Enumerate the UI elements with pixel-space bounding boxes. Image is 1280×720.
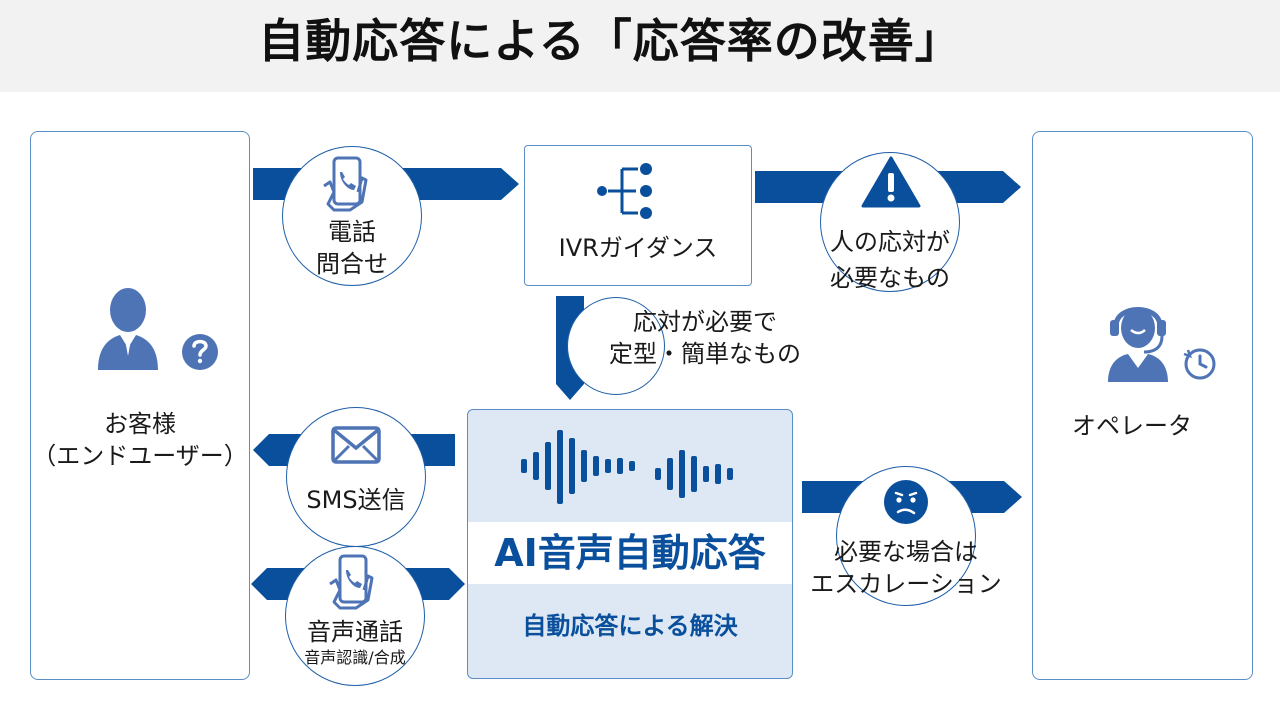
phone-inquiry-label: 電話 問合せ xyxy=(316,218,388,278)
warning-icon xyxy=(861,156,921,208)
worried-face-icon xyxy=(882,478,930,526)
phone-inquiry-circle xyxy=(282,146,422,286)
simple-response-label: 応対が必要で 定型・簡単なもの xyxy=(609,308,801,368)
operator-panel xyxy=(1032,131,1253,680)
voice-call-label: 音声通話 音声認識/合成 xyxy=(304,618,406,667)
customer-label: お客様 （エンドユーザー） xyxy=(32,410,248,470)
operator-label: オペレータ xyxy=(1072,412,1192,440)
ivr-label: IVRガイダンス xyxy=(558,234,718,262)
escalation-label: 必要な場合は エスカレーション xyxy=(810,538,1002,598)
envelope-icon xyxy=(331,426,381,464)
ai-title-band xyxy=(468,522,792,584)
sound-wave-icon xyxy=(518,428,738,506)
user-question-icon xyxy=(94,282,224,374)
sms-label: SMS送信 xyxy=(306,486,406,514)
branch-tree-icon xyxy=(596,162,656,220)
page-title: 自動応答による「応答率の改善」 xyxy=(258,14,962,68)
simple-response-circle xyxy=(567,297,665,395)
smartphone-call-icon xyxy=(322,156,378,214)
headset-operator-icon xyxy=(1098,294,1222,386)
smartphone-call-icon xyxy=(328,554,384,612)
ai-subtitle: 自動応答による解決 xyxy=(522,612,738,640)
customer-panel xyxy=(30,131,250,680)
ai-title: AI音声自動応答 xyxy=(494,531,766,575)
title-bar xyxy=(0,0,1280,92)
voice-call-circle xyxy=(285,546,425,686)
human-needed-label: 人の応対が 必要なもの xyxy=(830,228,950,292)
